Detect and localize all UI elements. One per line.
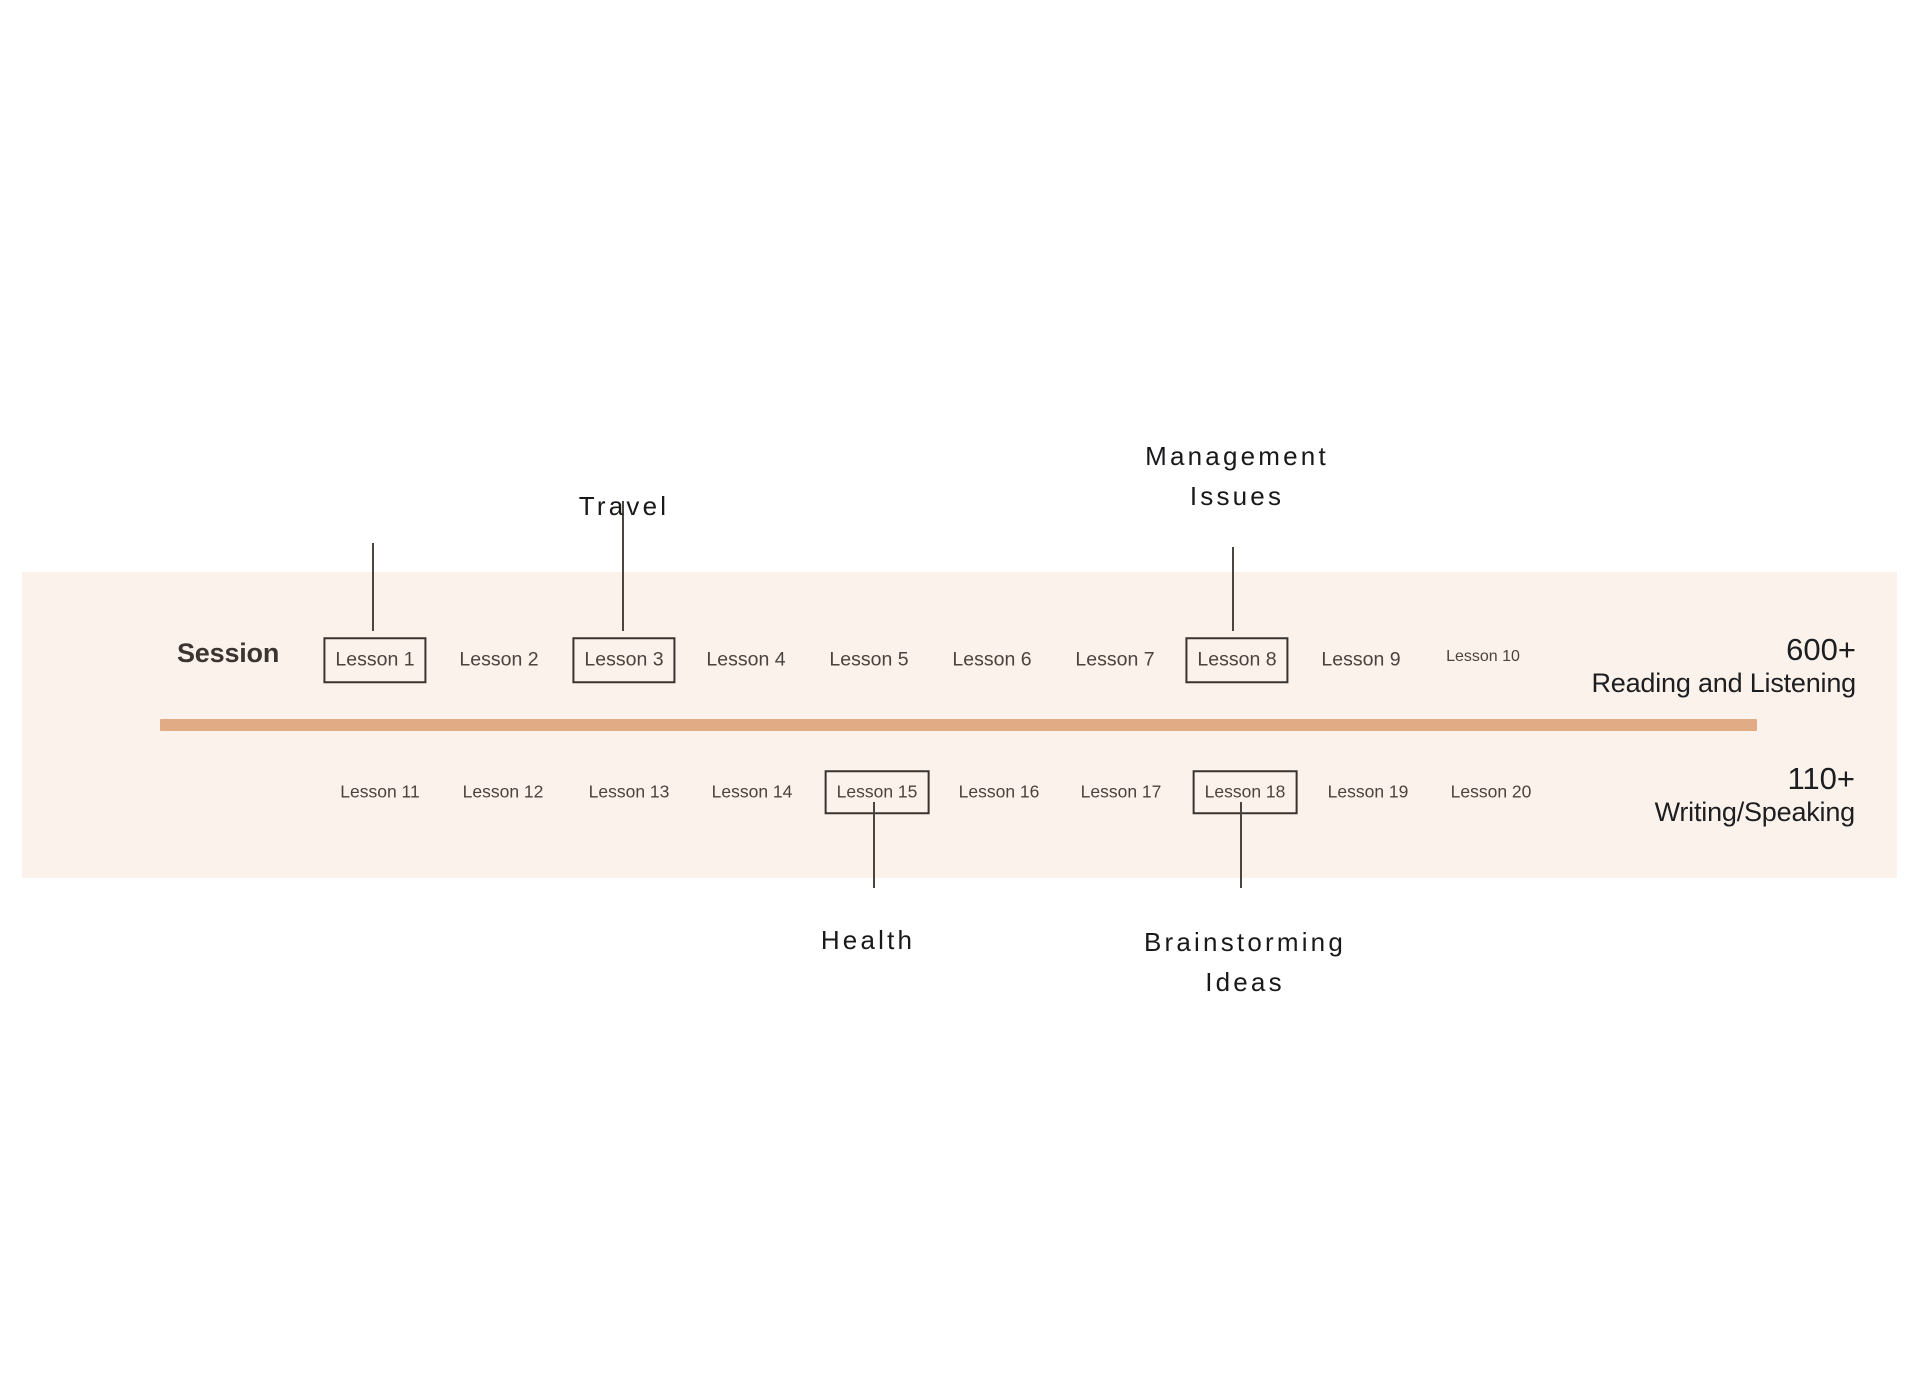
connector-line-brainstorming (1240, 802, 1242, 888)
lesson-chip-10[interactable]: Lesson 10 (1436, 638, 1530, 676)
lesson-chip-16[interactable]: Lesson 16 (949, 772, 1050, 812)
callout-brainstorming-ideas: Brainstorming Ideas (1144, 922, 1346, 1003)
lesson-chip-20[interactable]: Lesson 20 (1441, 772, 1542, 812)
lesson-chip-7[interactable]: Lesson 7 (1065, 639, 1164, 681)
lesson-chip-6[interactable]: Lesson 6 (942, 639, 1041, 681)
lesson-chip-2[interactable]: Lesson 2 (449, 639, 548, 681)
lesson-chip-label: Lesson 8 (1185, 637, 1289, 683)
lesson-chip-13[interactable]: Lesson 13 (579, 772, 680, 812)
lesson-chip-19[interactable]: Lesson 19 (1318, 772, 1419, 812)
lesson-chip-4[interactable]: Lesson 4 (696, 639, 795, 681)
callout-travel-text: Travel (578, 491, 670, 521)
lesson-chip-label: Lesson 17 (1080, 781, 1162, 802)
lesson-chip-label: Lesson 19 (1327, 781, 1409, 802)
callout-management-issues: Management Issues (1145, 436, 1329, 517)
score-block-writing-speaking: 110+ Writing/Speaking (1654, 761, 1856, 827)
lesson-chip-label: Lesson 11 (340, 781, 420, 802)
lesson-chip-15[interactable]: Lesson 15 (824, 770, 930, 814)
lesson-chip-label: Lesson 5 (829, 648, 909, 671)
lesson-chip-label: Lesson 16 (958, 781, 1040, 802)
connector-line-health (873, 802, 875, 888)
lesson-chip-label: Lesson 2 (459, 648, 539, 671)
lesson-chip-label: Lesson 14 (711, 781, 793, 802)
callout-management-issues-line1: Management (1145, 441, 1329, 471)
lesson-chip-label: Lesson 12 (462, 781, 544, 802)
callout-brainstorming-line2: Ideas (1205, 967, 1285, 998)
lesson-chip-label: Lesson 9 (1321, 648, 1401, 671)
callout-brainstorming-line1: Brainstorming (1144, 927, 1346, 957)
callout-travel: Travel (579, 486, 669, 526)
lesson-chip-label: Lesson 10 (1446, 648, 1520, 665)
score-block-reading-listening: 600+ Reading and Listening (1591, 632, 1856, 698)
lesson-chip-14[interactable]: Lesson 14 (702, 772, 803, 812)
lesson-chip-17[interactable]: Lesson 17 (1071, 772, 1172, 812)
lesson-chip-label: Lesson 4 (706, 648, 786, 671)
lesson-chip-label: Lesson 1 (323, 637, 427, 683)
lesson-chip-12[interactable]: Lesson 12 (453, 772, 554, 812)
callout-health: Health (821, 920, 915, 960)
lesson-chip-18[interactable]: Lesson 18 (1192, 770, 1298, 814)
score-caption-bottom: Writing/Speaking (1654, 796, 1856, 827)
lesson-chip-label: Lesson 15 (824, 770, 930, 814)
connector-line-travel (622, 501, 624, 631)
callout-health-text: Health (820, 925, 916, 955)
callout-management-issues-line2: Issues (1189, 481, 1285, 512)
lesson-chip-5[interactable]: Lesson 5 (819, 639, 918, 681)
divider-bar (160, 719, 1757, 731)
lesson-chip-label: Lesson 3 (572, 637, 676, 683)
lesson-chip-label: Lesson 20 (1450, 781, 1532, 802)
lesson-chip-label: Lesson 7 (1075, 648, 1155, 671)
score-number-bottom: 110+ (1787, 761, 1855, 796)
connector-line-travel-left (372, 543, 374, 631)
score-caption-top: Reading and Listening (1591, 667, 1856, 698)
session-row-label: Session (177, 638, 280, 668)
lesson-chip-8[interactable]: Lesson 8 (1185, 637, 1289, 683)
lesson-chip-9[interactable]: Lesson 9 (1311, 639, 1410, 681)
lesson-chip-label: Lesson 6 (952, 648, 1032, 671)
lesson-chip-1[interactable]: Lesson 1 (323, 637, 427, 683)
lesson-chip-label: Lesson 13 (588, 781, 670, 802)
connector-line-management (1232, 547, 1234, 631)
lesson-chip-11[interactable]: Lesson 11 (330, 772, 429, 812)
score-number-top: 600+ (1786, 632, 1856, 667)
lesson-chip-3[interactable]: Lesson 3 (572, 637, 676, 683)
lesson-chip-label: Lesson 18 (1192, 770, 1298, 814)
